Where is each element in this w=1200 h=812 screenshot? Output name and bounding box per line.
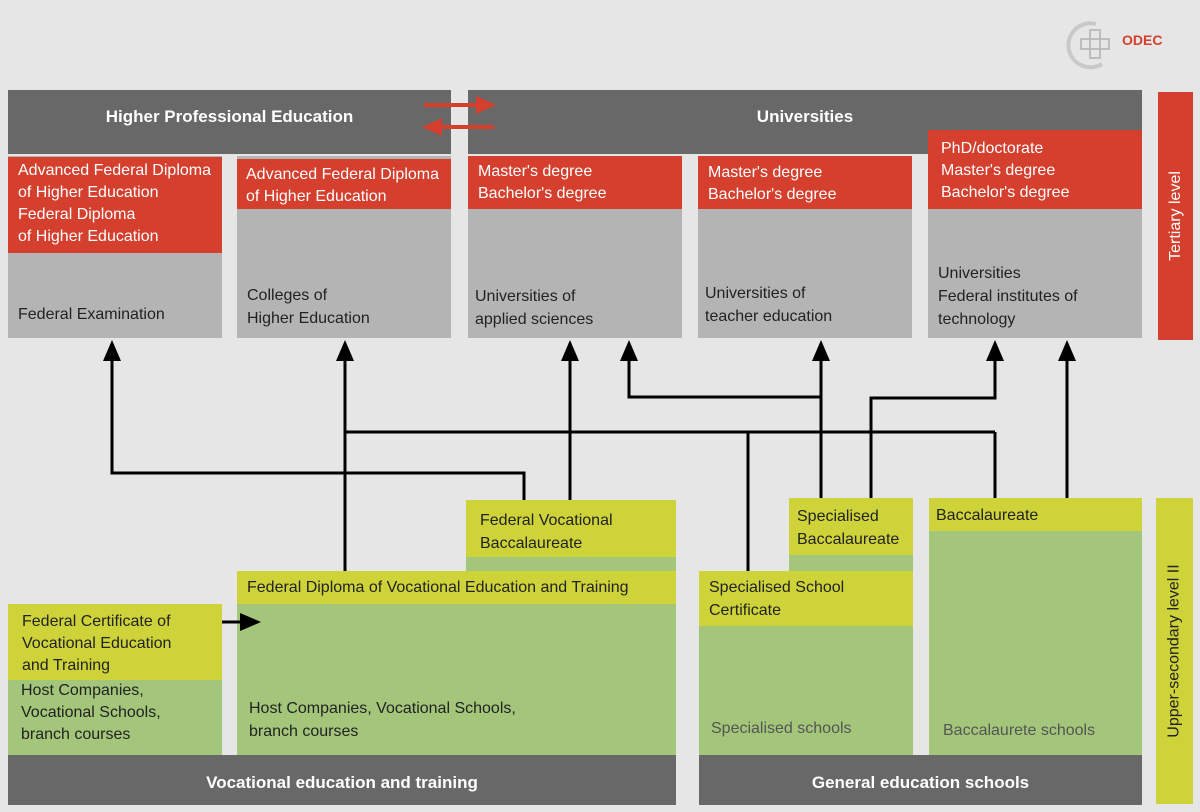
logo-icon <box>1066 21 1110 70</box>
bottom-bar-vet-label: Vocational education and training <box>206 773 478 792</box>
uas-institution: Universities of applied sciences <box>475 288 594 328</box>
spec-bacc-green-strip <box>789 555 913 571</box>
logo-text: ODEC <box>1122 32 1163 48</box>
side-label-upper-secondary: Upper-secondary level II <box>1156 498 1193 804</box>
header-universities-label: Universities <box>756 107 854 126</box>
uni-degrees: PhD/doctorate Master's degree Bachelor's… <box>928 130 1142 209</box>
permeability-arrows <box>422 96 496 136</box>
hpe-exam-institution: Federal Examination <box>18 306 165 323</box>
federal-vocational-baccalaureate-box: Federal Vocational Baccalaureate <box>466 500 676 557</box>
arrow-spec-bacc-to-uas <box>620 340 823 498</box>
ute-degrees: Master's degree Bachelor's degree <box>698 156 912 209</box>
odec-logo: ODEC <box>1062 16 1172 76</box>
ute-institution: Universities of teacher education <box>705 285 833 325</box>
federal-diploma-institutions: Host Companies, Vocational Schools, bran… <box>249 700 516 740</box>
federal-certificate-box: Federal Certificate of Vocational Educat… <box>8 604 222 680</box>
specialised-school-certificate-box: Specialised School Certificate <box>699 571 913 626</box>
side-label-tertiary: Tertiary level <box>1158 92 1193 340</box>
baccalaureate-schools-box <box>929 531 1142 755</box>
baccalaureate-box: Baccalaureate <box>929 498 1142 531</box>
arrow-spec-bacc-to-universities <box>869 340 1004 498</box>
bottom-bar-general-label: General education schools <box>811 773 1030 792</box>
federal-certificate-institutions: Host Companies, Vocational Schools, bran… <box>8 680 222 755</box>
specialised-schools-box <box>699 626 913 755</box>
arrow-fvb-to-federal-exam <box>103 340 526 500</box>
federal-diploma-green <box>237 604 676 755</box>
hpe-exam-degrees: Advanced Federal Diploma of Higher Educa… <box>8 157 222 253</box>
hpe-colleges-degrees: Advanced Federal Diploma of Higher Educa… <box>237 159 451 209</box>
federal-diploma-box: Federal Diploma of Vocational Education … <box>237 571 676 604</box>
uas-degrees: Master's degree Bachelor's degree <box>468 156 682 209</box>
header-higher-professional: Higher Professional Education <box>8 90 451 154</box>
specialised-schools-label: Specialised schools <box>711 720 852 737</box>
bottom-bar-general: General education schools <box>699 755 1142 805</box>
header-higher-professional-label: Higher Professional Education <box>105 107 354 126</box>
uni-institution: Universities Federal institutes of techn… <box>938 265 1078 328</box>
bottom-bar-vet: Vocational education and training <box>8 755 676 805</box>
specialised-baccalaureate-box: Specialised Baccalaureate <box>789 498 913 555</box>
fvb-green-strip <box>466 557 676 571</box>
hpe-colleges-institution: Colleges of Higher Education <box>247 287 370 327</box>
baccalaureate-schools-label: Baccalaurete schools <box>943 722 1096 739</box>
